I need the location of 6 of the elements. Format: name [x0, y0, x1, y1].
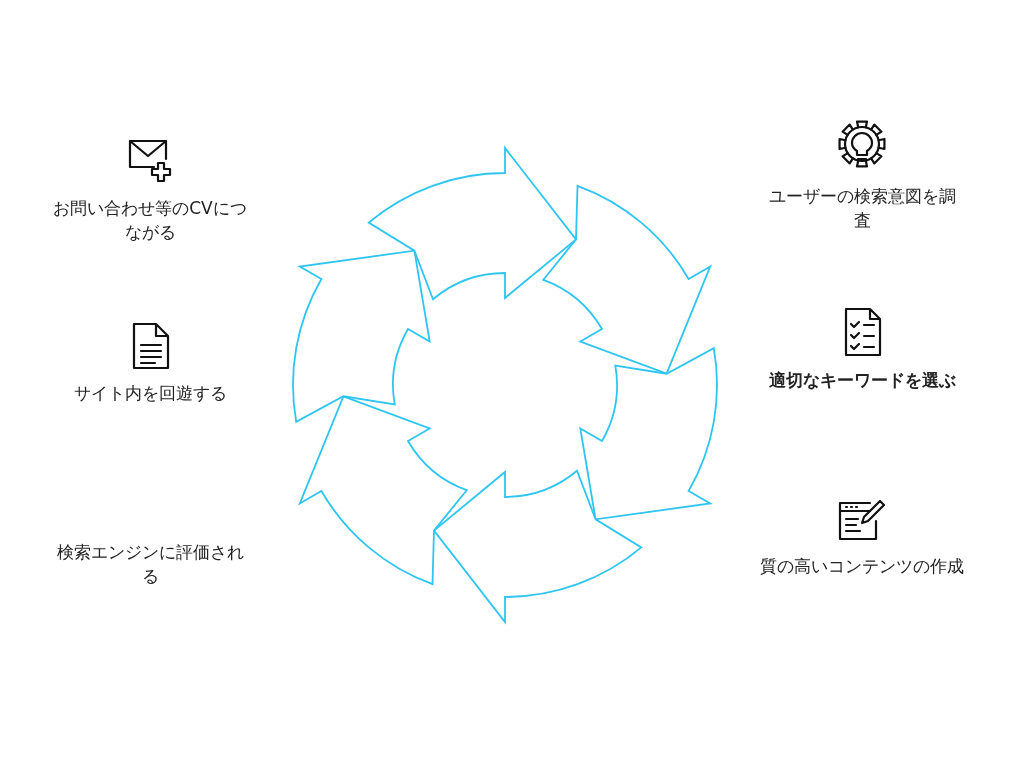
step-label: サイト内を回遊する — [72, 382, 228, 405]
step-label: 検索エンジンに評価される — [55, 541, 245, 588]
step-label: 適切なキーワードを選ぶ — [767, 369, 957, 392]
step-label: 質の高いコンテンツの作成 — [759, 555, 965, 578]
step-label: ユーザーの検索意図を調査 — [767, 185, 957, 232]
step-label: お問い合わせ等のCVにつながる — [52, 197, 248, 244]
